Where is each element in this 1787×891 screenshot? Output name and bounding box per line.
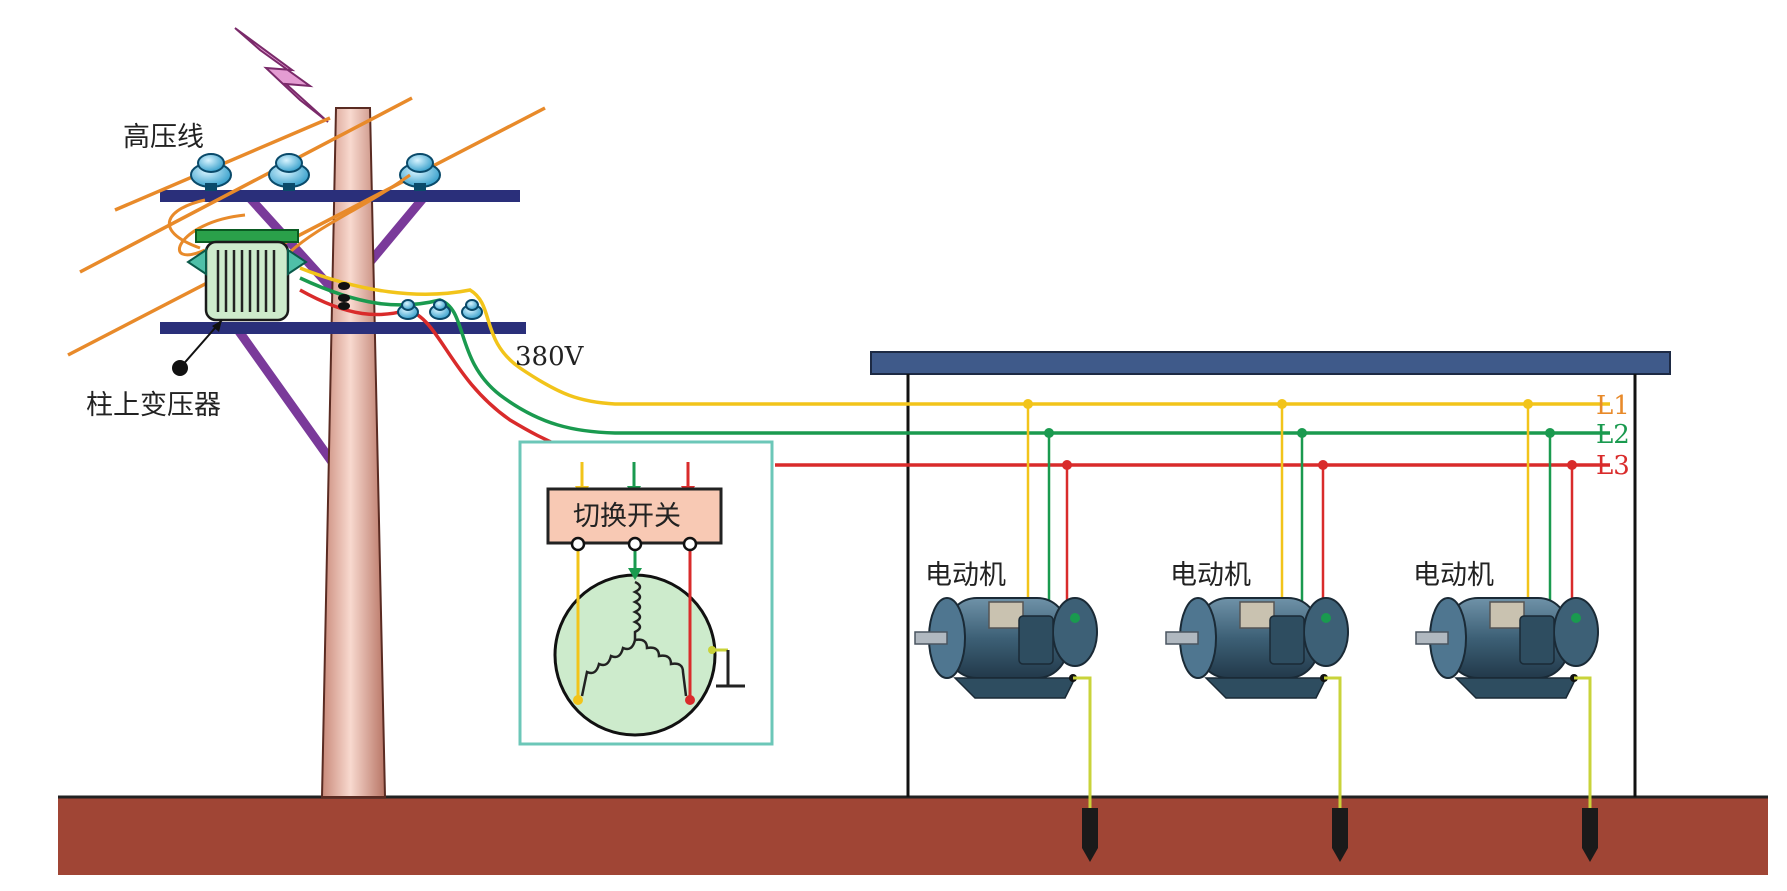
insulator-icon	[397, 299, 419, 320]
ground-soil	[58, 797, 1768, 875]
label-high-voltage-line: 高压线	[123, 122, 204, 153]
winding-coil-top	[632, 580, 642, 640]
motor-icon	[1165, 597, 1349, 699]
transformer-pointer-arrow	[212, 320, 222, 332]
ground-rod-icon	[1582, 808, 1598, 862]
winding-coil-left	[580, 639, 637, 697]
label-motor-1: 电动机	[925, 560, 1006, 591]
transformer-pointer-dot	[172, 360, 188, 376]
label-phase-l3: L3	[1596, 451, 1630, 481]
ground-rod-icon	[1332, 808, 1348, 862]
winding-coil-right	[634, 638, 688, 697]
insulator-icon	[461, 299, 483, 320]
insulator-icon	[190, 153, 232, 191]
low-voltage-feed	[299, 266, 1610, 467]
transformer-hv-leads	[167, 173, 411, 257]
insulator-icon	[268, 153, 310, 191]
label-pole-transformer: 柱上变压器	[86, 390, 221, 421]
switch-box	[546, 487, 723, 545]
insulator-icon	[399, 153, 441, 191]
motor-group-3	[1415, 399, 1599, 862]
label-phase-l1: L1	[1596, 391, 1630, 421]
label-motor-3: 电动机	[1413, 560, 1494, 591]
transformer-terminals	[338, 282, 350, 310]
label-motor-2: 电动机	[1170, 560, 1251, 591]
motor-group-2	[1165, 399, 1349, 862]
upper-insulators	[190, 153, 441, 191]
motor-icon	[1415, 597, 1599, 699]
label-voltage: 380V	[515, 342, 585, 372]
motor-group-1	[914, 399, 1098, 862]
lower-insulators	[397, 299, 483, 320]
label-phase-l2: L2	[1596, 420, 1630, 450]
switch-inset	[518, 440, 774, 746]
transformer-icon	[186, 229, 308, 322]
lightning-icon	[234, 27, 329, 123]
building-roof	[870, 351, 1671, 375]
ground-rod-icon	[1082, 808, 1098, 862]
insulator-icon	[429, 299, 451, 320]
motor-icon	[914, 597, 1098, 699]
upper-crossarm	[160, 190, 520, 202]
label-switch: 切换开关	[573, 501, 681, 532]
